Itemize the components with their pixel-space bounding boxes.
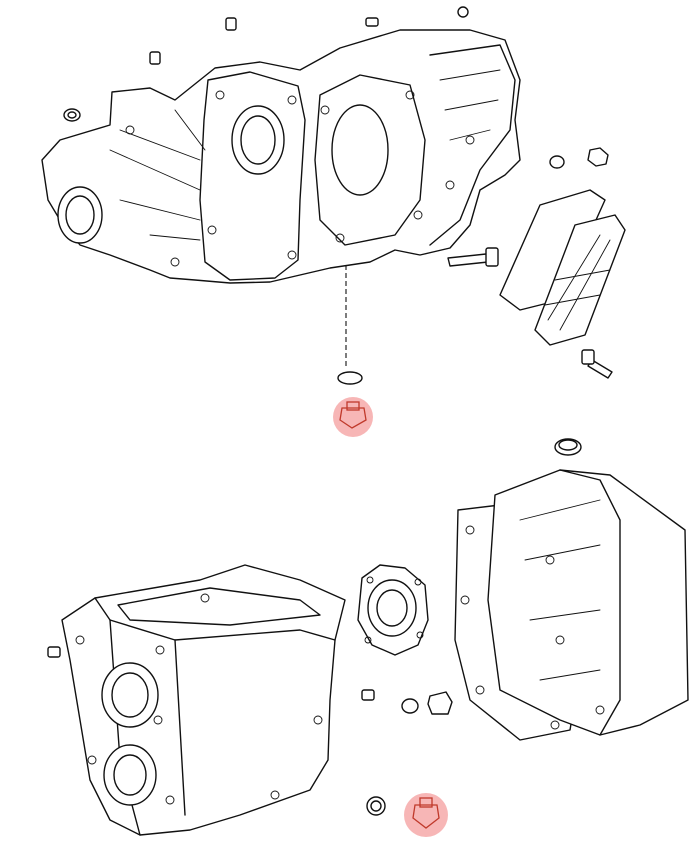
bearing-retainer <box>357 564 429 656</box>
drain-plug-upper[interactable] <box>333 397 373 437</box>
lower-small-parts <box>47 646 453 816</box>
gasket <box>499 189 606 311</box>
nut <box>587 147 609 167</box>
upper-side-cover <box>499 189 626 346</box>
washer <box>549 155 565 169</box>
lower-extension-housing <box>454 469 689 741</box>
dowel-pin <box>365 17 379 27</box>
breather-plug <box>427 691 453 715</box>
dowel-pin <box>149 51 161 65</box>
plug <box>457 6 469 18</box>
seal-cap <box>554 438 582 456</box>
upper-transfer-case-assembly <box>41 29 521 284</box>
washer <box>401 698 419 714</box>
gasket-washer <box>337 371 363 385</box>
extension-case <box>487 469 689 736</box>
output-bore <box>57 186 103 244</box>
bolt <box>447 253 489 267</box>
gasket-washer <box>366 796 386 816</box>
dowel-pin <box>225 17 237 31</box>
dowel-pin <box>47 646 61 658</box>
rear-cover-opening <box>314 74 426 246</box>
dowel-pin <box>361 689 375 701</box>
washer <box>63 108 81 122</box>
side-cover <box>534 214 626 346</box>
drain-plug-lower[interactable] <box>404 793 448 837</box>
lower-transmission-case <box>61 564 346 836</box>
upper-small-parts <box>63 6 613 379</box>
